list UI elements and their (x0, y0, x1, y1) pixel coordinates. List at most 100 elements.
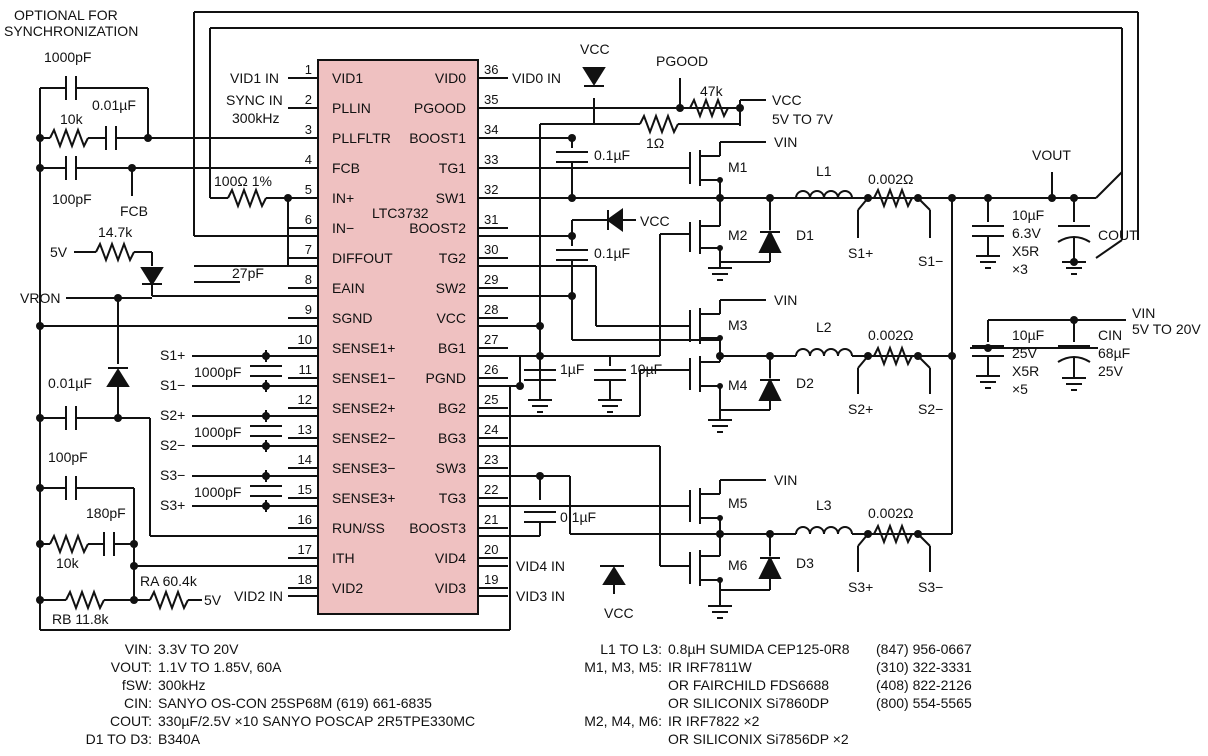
spec-key: fSW: (122, 677, 152, 693)
sync-in-label: SYNC IN (226, 92, 283, 108)
pin-name: SENSE3+ (332, 490, 395, 506)
pin-number: 10 (298, 332, 312, 347)
ic-body (317, 59, 479, 615)
cin-val-label: 68µF (1098, 345, 1130, 361)
pgood-label: PGOOD (656, 53, 708, 69)
c1000pf-s1-label: 1000pF (194, 364, 241, 380)
vcc-range-label: 5V TO 7V (772, 111, 834, 127)
pin-number: 35 (484, 92, 498, 107)
pin-number: 32 (484, 182, 498, 197)
pin-number: 27 (484, 332, 498, 347)
r47k-label: 47k (700, 83, 724, 99)
c180pf-label: 180pF (86, 505, 126, 521)
rs3-label: 0.002Ω (868, 505, 914, 521)
pin-name: VID0 (435, 70, 466, 86)
l2-label: L2 (816, 319, 832, 335)
pin-name: BOOST1 (409, 130, 466, 146)
vron-label: VRON (20, 290, 60, 306)
m1-label: M1 (728, 159, 748, 175)
pin-number: 18 (298, 572, 312, 587)
s1p-label: S1+ (160, 347, 185, 363)
pin-name: SW2 (436, 280, 467, 296)
s3m-label: S3− (160, 467, 185, 483)
l3-label: L3 (816, 497, 832, 513)
pin-number: 26 (484, 362, 498, 377)
ra-label: RA 60.4k (140, 573, 198, 589)
cout-v-label: 6.3V (1012, 225, 1041, 241)
pin-number: 19 (484, 572, 498, 587)
pin-number: 7 (305, 242, 312, 257)
pin-name: BG1 (438, 340, 466, 356)
pin-number: 15 (298, 482, 312, 497)
v5-bot-label: 5V (204, 592, 222, 608)
c001uf-top-label: 0.01µF (92, 97, 136, 113)
pin-name: SENSE3− (332, 460, 395, 476)
pin-number: 2 (305, 92, 312, 107)
m4-label: M4 (728, 377, 748, 393)
pin-number: 25 (484, 392, 498, 407)
pin-name: PGOOD (414, 100, 466, 116)
sync-freq-label: 300kHz (232, 110, 279, 126)
cin-d-label: X5R (1012, 363, 1039, 379)
pin-name: PLLIN (332, 100, 371, 116)
vin-main-label: VIN (1132, 305, 1155, 321)
spec-value: 1.1V TO 1.85V, 60A (158, 659, 282, 675)
s1m-r-label: S1− (918, 253, 943, 269)
rb-label: RB 11.8k (52, 611, 110, 627)
cin-v2-label: 25V (1098, 363, 1124, 379)
c01-1-label: 0.1µF (594, 147, 630, 163)
pin-name: VID3 (435, 580, 466, 596)
left-wiring (39, 11, 1139, 631)
pin-number: 3 (305, 122, 312, 137)
spec-value: IR IRF7822 ×2 (668, 713, 760, 729)
pin-number: 9 (305, 302, 312, 317)
pin-name: SENSE1− (332, 370, 395, 386)
pin-name: SENSE2+ (332, 400, 395, 416)
r10k-top-label: 10k (60, 111, 84, 127)
c27pf-label: 27pF (232, 265, 264, 281)
s2p-r-label: S2+ (848, 401, 873, 417)
pin-number: 31 (484, 212, 498, 227)
spec-value: OR SILICONIX Si7860DP (668, 695, 829, 711)
r100-label: 100Ω 1% (214, 173, 272, 189)
d1-label: D1 (796, 227, 814, 243)
pin-number: 29 (484, 272, 498, 287)
cin-label: CIN (1098, 327, 1122, 343)
pin-name: IN+ (332, 190, 354, 206)
m3-label: M3 (728, 317, 748, 333)
cout-label: COUT (1098, 227, 1138, 243)
pin-number: 33 (484, 152, 498, 167)
vcc-pg-label: VCC (772, 92, 802, 108)
vid2-in-label: VID2 IN (234, 588, 283, 604)
spec-value: SANYO OS-CON 25SP68M (619) 661-6835 (158, 695, 432, 711)
header-line1: OPTIONAL FOR (14, 7, 118, 23)
pin-name: ITH (332, 550, 355, 566)
pin-name: VID4 (435, 550, 466, 566)
pin-name: VID1 (332, 70, 363, 86)
vin1-label: VIN (774, 134, 797, 150)
ic-pins: 1VID12PLLIN3PLLFLTR4FCB5IN+6IN−7DIFFOUT8… (288, 62, 508, 596)
spec-key: M2, M4, M6: (584, 713, 662, 729)
fcb-label: FCB (120, 203, 148, 219)
c100pf-bot-label: 100pF (48, 449, 88, 465)
left-labels: VID1 IN SYNC IN 300kHz VID2 IN 1000pF 0.… (20, 49, 283, 627)
pin-name: BG3 (438, 430, 466, 446)
pin-number: 34 (484, 122, 498, 137)
vcc-mid-label: VCC (640, 213, 670, 229)
cin-cap-label: 10µF (1012, 327, 1044, 343)
pin-name: PLLFLTR (332, 130, 391, 146)
c10uf-label: 10µF (630, 361, 662, 377)
s2m-label: S2− (160, 437, 185, 453)
specs-right: L1 TO L3:0.8µH SUMIDA CEP125-0R8(847) 95… (584, 641, 972, 747)
pin-number: 28 (484, 302, 498, 317)
pin-name: DIFFOUT (332, 250, 393, 266)
pin-number: 21 (484, 512, 498, 527)
spec-key: COUT: (110, 713, 152, 729)
pin-name: BOOST2 (409, 220, 466, 236)
c01-2-label: 0.1µF (594, 245, 630, 261)
spec-key: M1, M3, M5: (584, 659, 662, 675)
cin-n-label: ×5 (1012, 381, 1028, 397)
right-labels: VID0 IN VCC PGOOD 47k VCC 5V TO 7V 1Ω 0.… (512, 41, 1201, 621)
